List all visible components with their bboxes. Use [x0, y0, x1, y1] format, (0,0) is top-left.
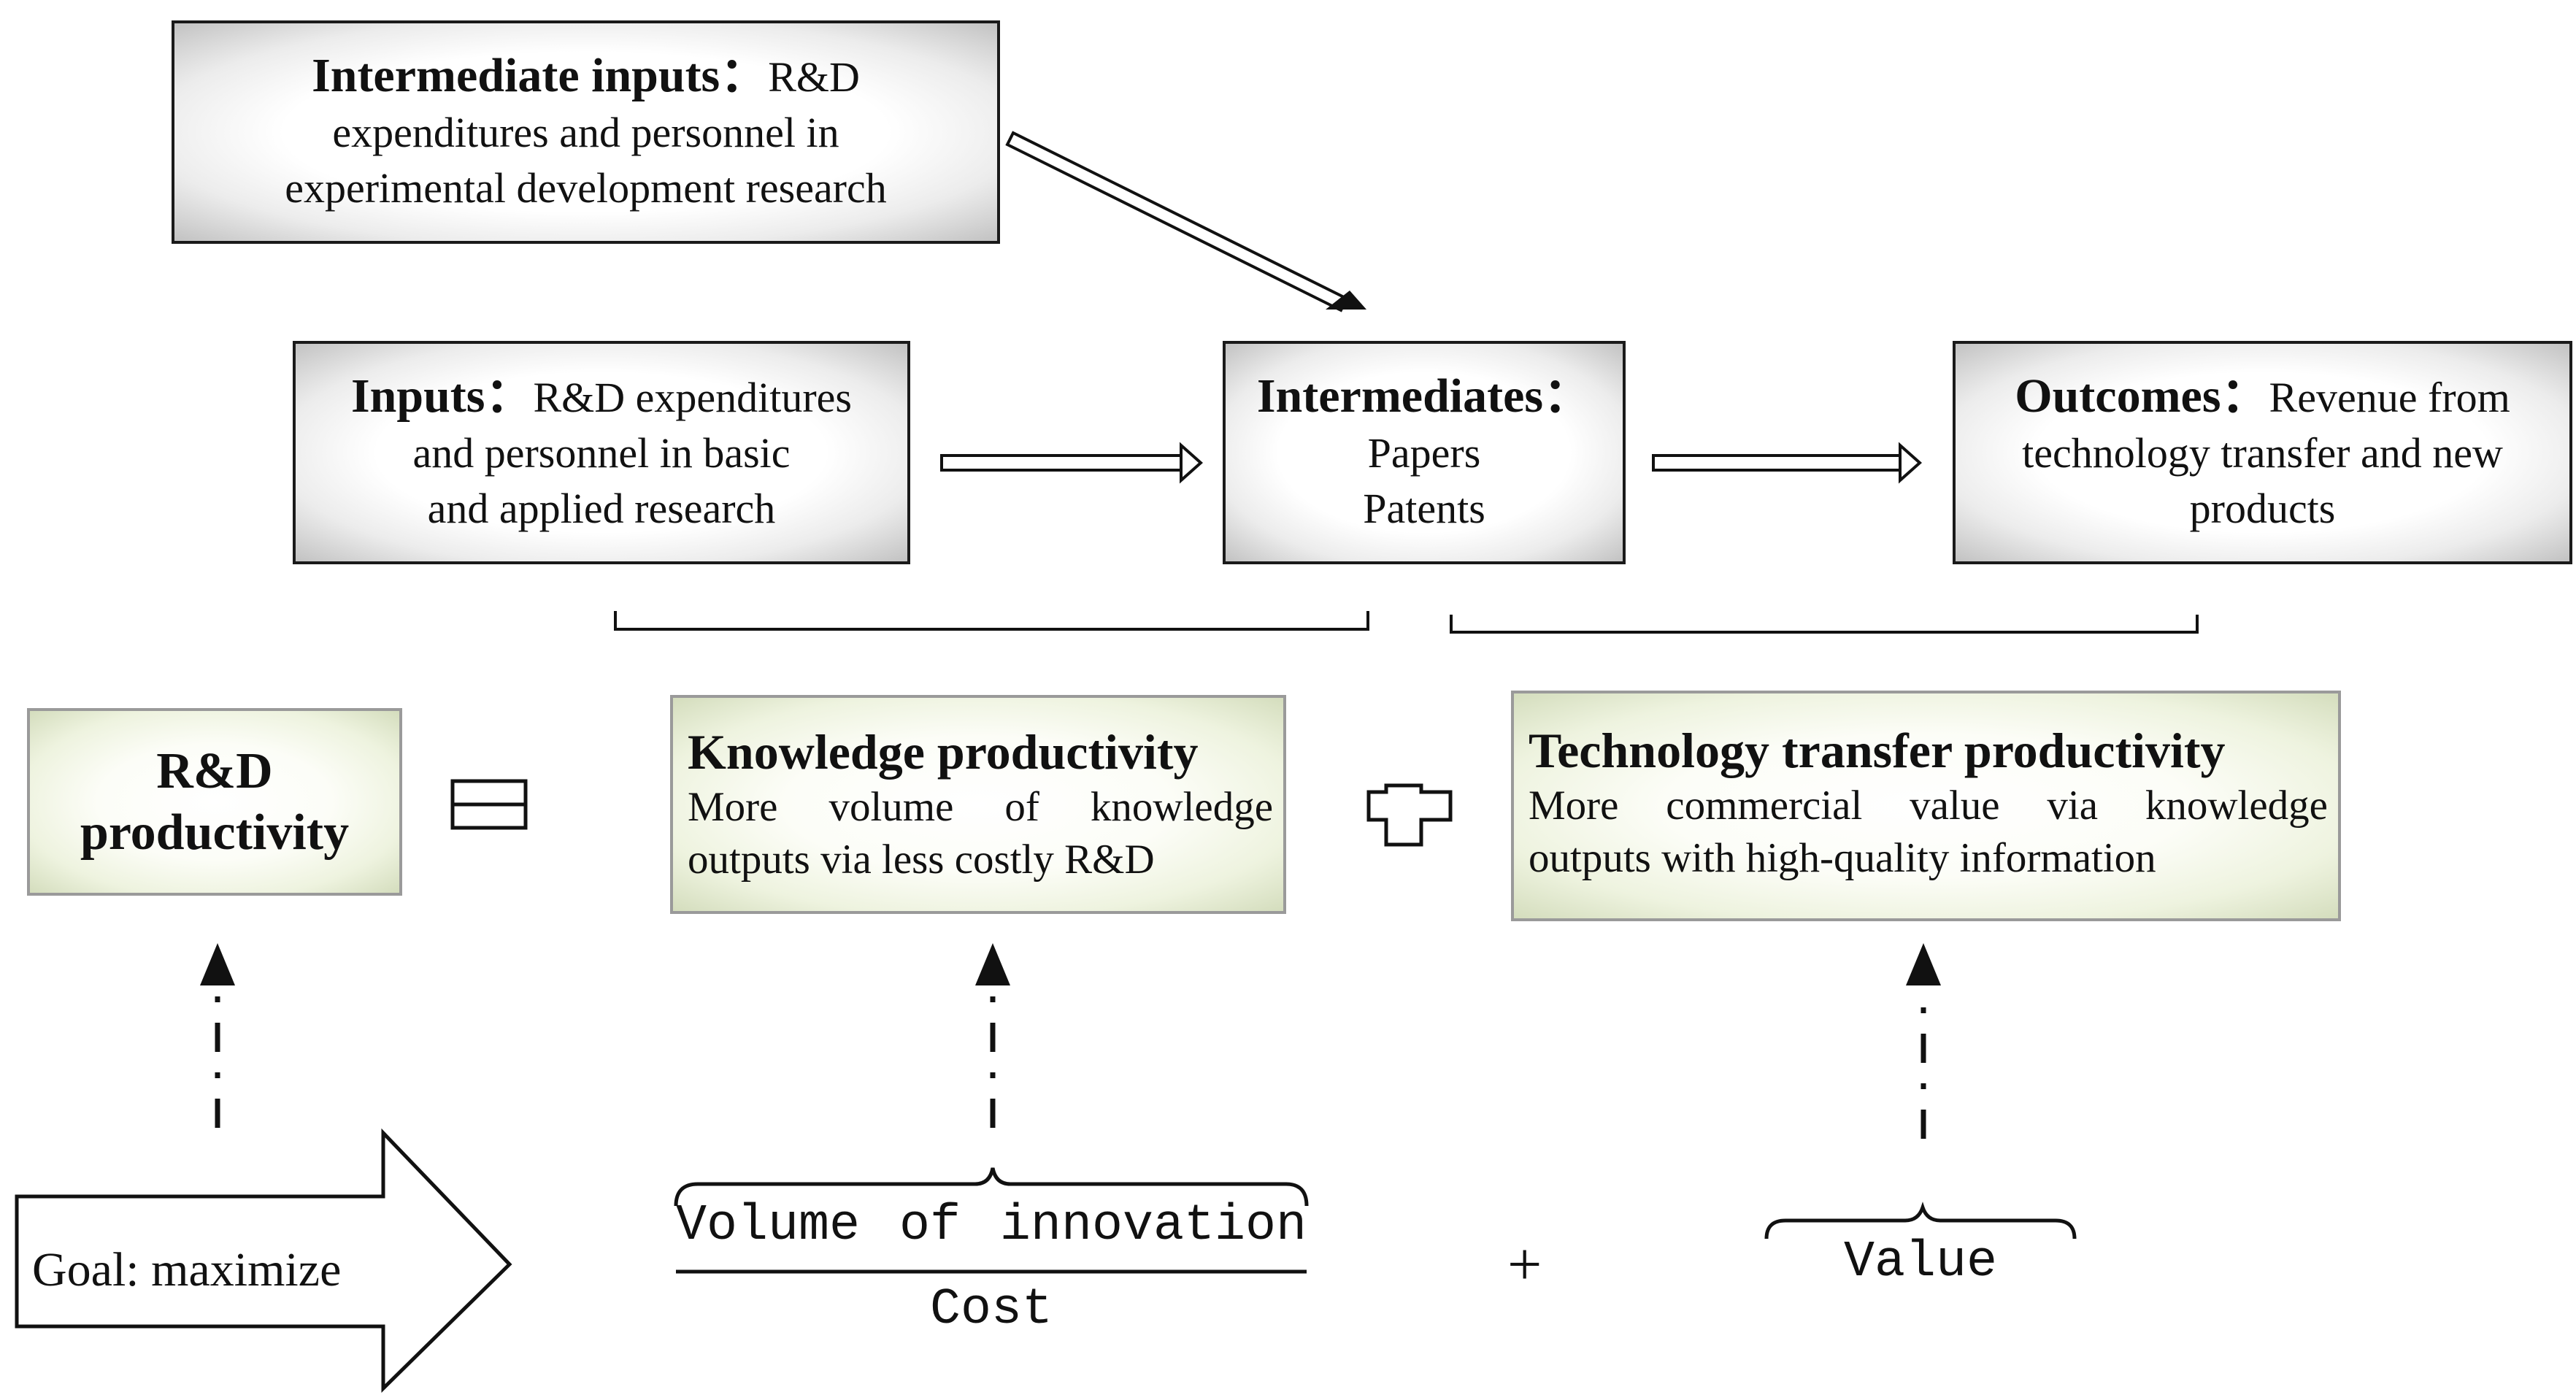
plus-sign: [1366, 783, 1453, 847]
knowledge-productivity-title: Knowledge productivity: [688, 724, 1199, 780]
knowledge-productivity-desc-2: outputs via less costly R&D: [688, 837, 1155, 883]
outcomes-box: Outcomes：Revenue from technology transfe…: [1953, 341, 2572, 564]
outcomes-line-2: technology transfer and new: [2022, 429, 2503, 477]
intermediate-inputs-line-2: expenditures and personnel in: [332, 109, 839, 156]
inputs-separator: ：: [485, 369, 534, 423]
technology-bracket: [1450, 615, 2199, 634]
goal-label: Goal: maximize: [32, 1243, 342, 1296]
rd-productivity-line-2: productivity: [80, 804, 350, 861]
intermediates-papers: Papers: [1367, 429, 1481, 477]
technology-transfer-productivity-box: Technology transfer productivity More co…: [1511, 691, 2341, 921]
outcomes-separator: ：: [2221, 369, 2269, 423]
rd-productivity-box: R&D productivity: [27, 708, 402, 896]
outcomes-line-1: Revenue from: [2269, 374, 2510, 421]
goal-arrow-shape: [15, 1128, 512, 1393]
equals-sign: [450, 779, 528, 830]
outcomes-heading: Outcomes: [2015, 369, 2221, 423]
value-brace: [1764, 1202, 2077, 1240]
knowledge-productivity-desc-1: More volume of knowledge: [688, 784, 1273, 830]
technology-transfer-productivity-title: Technology transfer productivity: [1529, 723, 2226, 778]
technology-up-arrow: [1906, 943, 1941, 1139]
knowledge-bracket: [614, 611, 1369, 631]
formula-numerator: Volume of innovation: [676, 1197, 1307, 1255]
inputs-line-3: and applied research: [427, 485, 776, 532]
knowledge-up-arrow: [975, 943, 1010, 1128]
inputs-heading: Inputs: [351, 369, 485, 423]
inputs-box: Inputs：R&D expenditures and personnel in…: [293, 341, 910, 564]
numerator-brace: [674, 1167, 1309, 1207]
goal-up-arrow: [200, 943, 235, 1128]
rd-productivity-line-1: R&D: [156, 742, 273, 799]
formula-denominator: Cost: [929, 1281, 1053, 1339]
diagonal-arrow: [1005, 131, 1366, 312]
intermediate-inputs-line-1: R&D: [768, 53, 860, 101]
knowledge-productivity-box: Knowledge productivity More volume of kn…: [670, 695, 1286, 914]
formula-plus: +: [1507, 1231, 1542, 1299]
technology-transfer-productivity-desc-1: More commercial value via knowledge: [1529, 783, 2328, 829]
technology-transfer-productivity-desc-2: outputs with high-quality information: [1529, 835, 2156, 881]
intermediate-inputs-separator: ：: [720, 49, 769, 102]
inputs-to-intermediates-arrow: [940, 442, 1204, 484]
intermediates-box: Intermediates： Papers Patents: [1223, 341, 1626, 564]
intermediates-heading: Intermediates: [1256, 369, 1544, 423]
intermediates-to-outcomes-arrow: [1652, 442, 1923, 484]
formula-value: Value: [1843, 1234, 1998, 1291]
intermediate-inputs-box: Intermediate inputs：R&D expenditures and…: [172, 20, 1000, 244]
intermediates-patents: Patents: [1363, 485, 1485, 532]
intermediate-inputs-line-3: experimental development research: [285, 164, 887, 212]
inputs-line-2: and personnel in basic: [412, 429, 791, 477]
outcomes-line-3: products: [2189, 485, 2336, 532]
inputs-line-1: R&D expenditures: [533, 374, 852, 421]
intermediates-separator: ：: [1543, 369, 1592, 423]
intermediate-inputs-heading: Intermediate inputs: [312, 49, 720, 102]
